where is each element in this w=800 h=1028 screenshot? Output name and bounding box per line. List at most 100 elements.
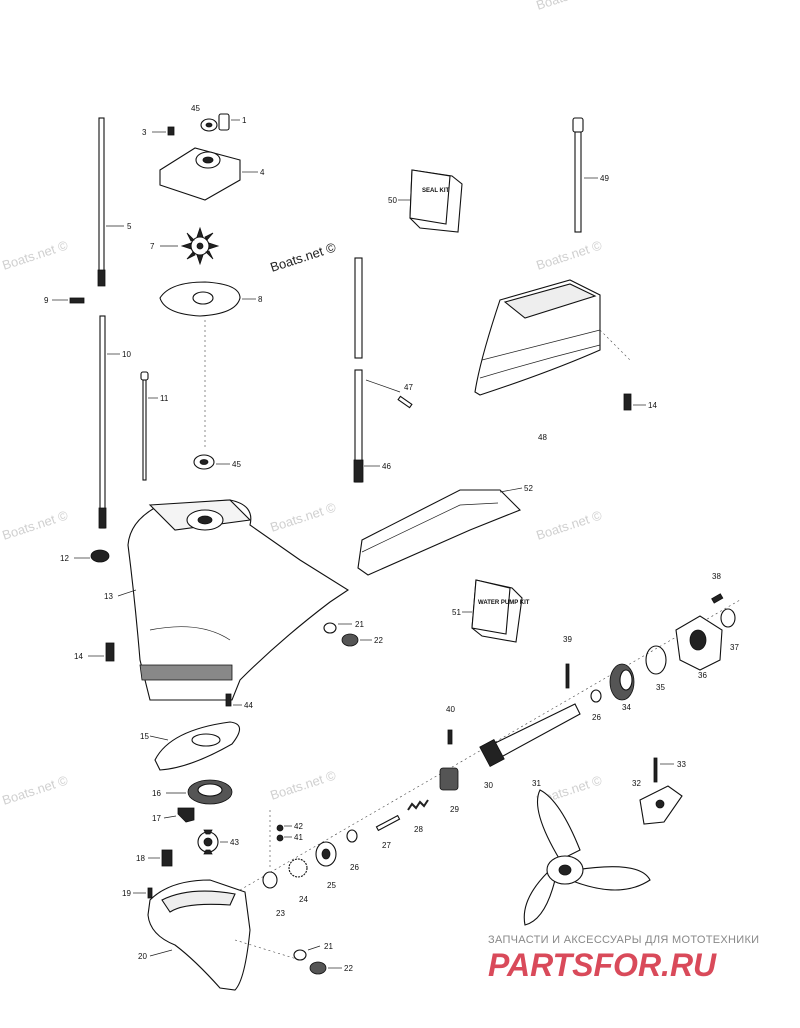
part-11-rod — [140, 371, 149, 381]
label-34: 34 — [622, 703, 631, 712]
part-18-bracket — [161, 849, 173, 867]
label-43: 43 — [230, 838, 239, 847]
label-28: 28 — [414, 825, 423, 834]
label-42: 42 — [294, 822, 303, 831]
label-44: 44 — [244, 701, 253, 710]
label-5: 5 — [127, 222, 132, 231]
label-30: 30 — [484, 781, 493, 790]
part-9-screw — [69, 297, 85, 304]
label-40: 40 — [446, 705, 455, 714]
lower-gearcase-group: 15 16 17 43 18 19 42 41 20 — [122, 721, 353, 991]
part-49-rod — [572, 117, 584, 133]
part-21-washer-lower — [293, 949, 307, 961]
watermark: Boats.net © — [0, 507, 70, 542]
label-8: 8 — [258, 295, 263, 304]
part-41-ball — [276, 834, 284, 842]
watermark: Boats.net © — [0, 772, 70, 807]
part-26-washer-left — [346, 829, 358, 843]
part-10-shift-rod-lower — [99, 315, 106, 529]
label-23: 23 — [276, 909, 285, 918]
partsfor-logo: PARTSFOR.RU — [488, 948, 717, 982]
part-48-housing — [474, 279, 601, 396]
brand-subtitle: ЗАПЧАСТИ И АКСЕССУАРЫ ДЛЯ МОТОТЕХНИКИ — [488, 934, 760, 946]
label-24: 24 — [299, 895, 308, 904]
part-7-impeller — [180, 226, 220, 266]
label-49: 49 — [600, 174, 609, 183]
label-47: 47 — [404, 383, 413, 392]
label-26-right: 26 — [592, 713, 601, 722]
label-51: 51 — [452, 608, 461, 617]
part-31-propeller-blade-top — [536, 789, 581, 861]
watermark-main: Boats.net © — [268, 239, 338, 274]
part-5-shift-rod — [98, 117, 105, 279]
part-22-plug-lower — [309, 961, 327, 975]
label-35: 35 — [656, 683, 665, 692]
part-37-seal — [720, 608, 736, 628]
drive-shaft: 46 47 — [353, 257, 413, 483]
label-3: 3 — [142, 128, 147, 137]
label-22-lower: 22 — [344, 964, 353, 973]
watermark: Boats.net © — [268, 499, 338, 534]
part-47-pin — [397, 395, 413, 409]
water-pump-group: 1 45 3 4 7 8 45 — [142, 104, 265, 470]
label-16: 16 — [152, 789, 161, 798]
label-32: 32 — [632, 779, 641, 788]
label-15: 15 — [140, 732, 149, 741]
part-38-screw — [711, 593, 724, 604]
water-pump-kit-box: WATER PUMP KIT 51 — [452, 579, 530, 643]
shift-rods: 5 9 10 11 12 — [44, 117, 169, 563]
part-23-washer — [262, 871, 278, 889]
label-48: 48 — [538, 433, 547, 442]
label-27: 27 — [382, 841, 391, 850]
part-24-bearing — [288, 858, 308, 878]
label-39: 39 — [563, 635, 572, 644]
part-52-gasket: 52 — [357, 484, 533, 576]
label-21-upper: 21 — [355, 620, 364, 629]
seal-kit-box: SEAL KIT 50 — [388, 169, 463, 233]
part-44-pin — [225, 693, 232, 707]
part-3-screw — [167, 126, 175, 136]
label-22-upper: 22 — [374, 636, 383, 645]
label-36: 36 — [698, 671, 707, 680]
watermark: Boats.net © — [534, 507, 604, 542]
label-4: 4 — [260, 168, 265, 177]
part-46-shaft-upper — [354, 257, 363, 359]
part-21-washer-upper — [323, 622, 337, 634]
label-33: 33 — [677, 760, 686, 769]
part-14-bolt-left — [105, 642, 115, 662]
part-35-o-ring — [645, 645, 667, 675]
label-1: 1 — [242, 116, 247, 125]
part-12-grommet — [90, 549, 110, 563]
watermark: Boats.net © — [534, 0, 604, 13]
part-22-plug-upper — [341, 633, 359, 647]
label-26-left: 26 — [350, 863, 359, 872]
part-43-gear — [197, 829, 219, 855]
label-17: 17 — [152, 814, 161, 823]
label-25: 25 — [327, 881, 336, 890]
label-20: 20 — [138, 952, 147, 961]
part-29-clutch — [439, 767, 459, 791]
label-37: 37 — [730, 643, 739, 652]
label-13: 13 — [104, 592, 113, 601]
part-17-clip — [177, 807, 195, 823]
label-18: 18 — [136, 854, 145, 863]
part-27-pin — [375, 814, 401, 832]
part-28-spring — [407, 799, 429, 811]
watermark: Boats.net © — [534, 237, 604, 272]
logo-text: PARTSFOR.RU — [488, 948, 717, 982]
propeller-shaft-group: 23 24 25 26 27 28 29 40 30 39 26 34 35 3… — [239, 572, 741, 918]
label-14-left: 14 — [74, 652, 83, 661]
label-45-lower: 45 — [232, 460, 241, 469]
label-12: 12 — [60, 554, 69, 563]
part-26-washer-right — [590, 689, 602, 703]
part-33-cotter-pin — [653, 757, 658, 783]
label-7: 7 — [150, 242, 155, 251]
label-31: 31 — [532, 779, 541, 788]
gearcase-upper: 13 14 44 21 22 — [74, 499, 383, 710]
part-42-ball — [276, 824, 284, 832]
part-1-tube — [218, 113, 230, 131]
part-19-pin — [147, 887, 153, 899]
part-39-pin — [565, 663, 570, 689]
